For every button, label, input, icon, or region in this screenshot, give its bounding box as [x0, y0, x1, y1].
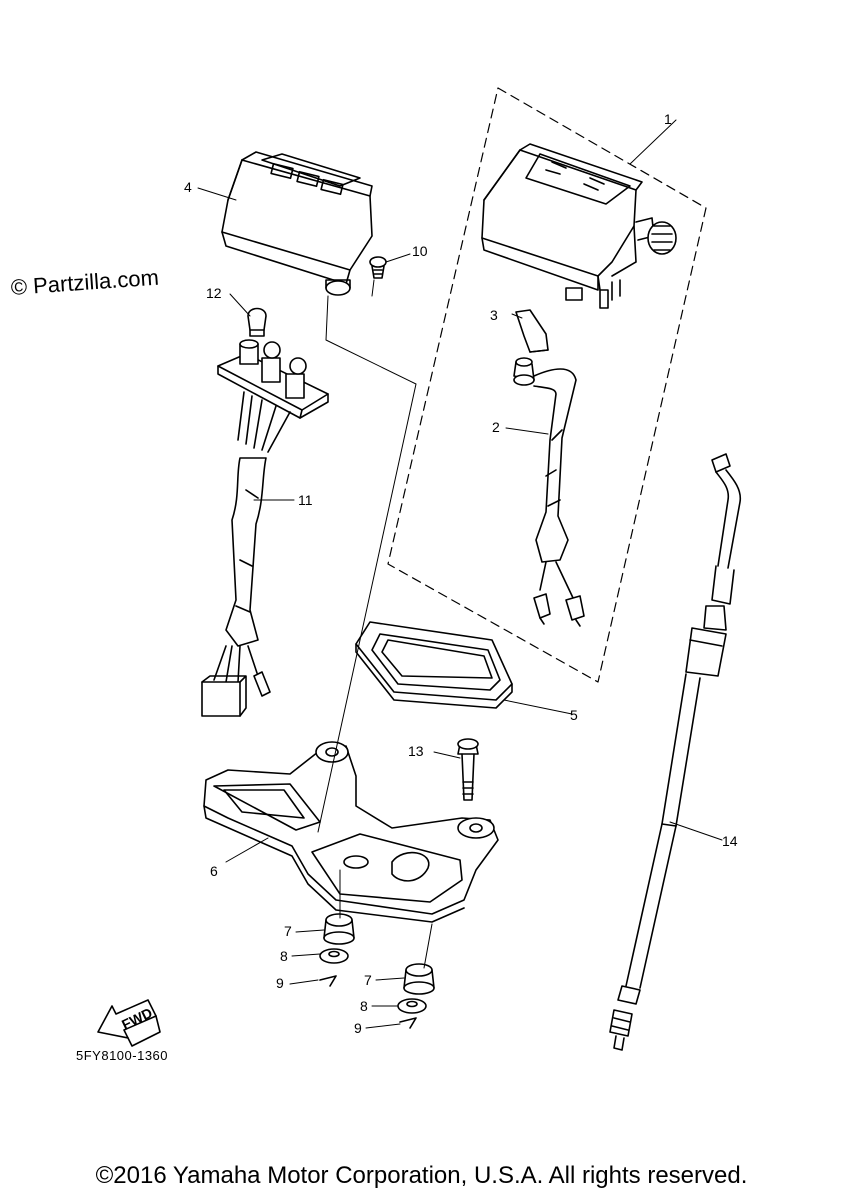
part-7-grommet-left: [323, 913, 355, 945]
part-9-clip-right: [399, 1017, 417, 1029]
fwd-label: FWD: [119, 1004, 155, 1032]
part-9-clip-left: [319, 975, 337, 987]
callout-7a: 7: [284, 923, 292, 939]
callout-9b: 9: [354, 1020, 362, 1036]
part-2-lead-wire: [513, 357, 585, 627]
guide-line-bracket-to-grommet-right: [423, 923, 433, 969]
part-7-grommet-right: [403, 963, 435, 995]
callout-10: 10: [412, 243, 428, 259]
guide-line-housing-to-bracket: [317, 295, 417, 833]
callout-4: 4: [184, 179, 192, 195]
callout-8b: 8: [360, 998, 368, 1014]
callout-1: 1: [664, 111, 672, 127]
fwd-arrow: [97, 999, 161, 1047]
copyright-notice: ©2016 Yamaha Motor Corporation, U.S.A. A…: [95, 1162, 748, 1189]
callout-7b: 7: [364, 972, 372, 988]
part-3-bulb: [515, 309, 549, 353]
callout-6: 6: [210, 863, 218, 879]
diagram-code: 5FY8100-1360: [76, 1048, 169, 1063]
part-13-bolt: [457, 738, 479, 801]
part-10-screw: [369, 256, 387, 279]
callout-9a: 9: [276, 975, 284, 991]
callout-14: 14: [722, 833, 738, 849]
part-8-washer-left: [319, 948, 349, 964]
callout-5: 5: [570, 707, 578, 723]
part-11-indicator-harness: [201, 339, 329, 717]
callout-3: 3: [490, 307, 498, 323]
callout-13: 13: [408, 743, 424, 759]
guide-line-screw: [371, 279, 375, 297]
part-12-bulb: [247, 307, 267, 337]
part-6-bracket: [203, 741, 499, 923]
part-14-speedometer-cable: [609, 453, 742, 1051]
assembly-dashed-outline: [387, 87, 707, 683]
part-5-gasket: [355, 621, 513, 709]
part-4-meter-housing: [221, 151, 373, 296]
callout-11: 11: [298, 492, 313, 508]
callout-12: 12: [206, 285, 222, 301]
callout-8a: 8: [280, 948, 288, 964]
part-1-meter-assembly: [481, 143, 677, 309]
callout-2: 2: [492, 419, 500, 435]
part-8-washer-right: [397, 998, 427, 1014]
